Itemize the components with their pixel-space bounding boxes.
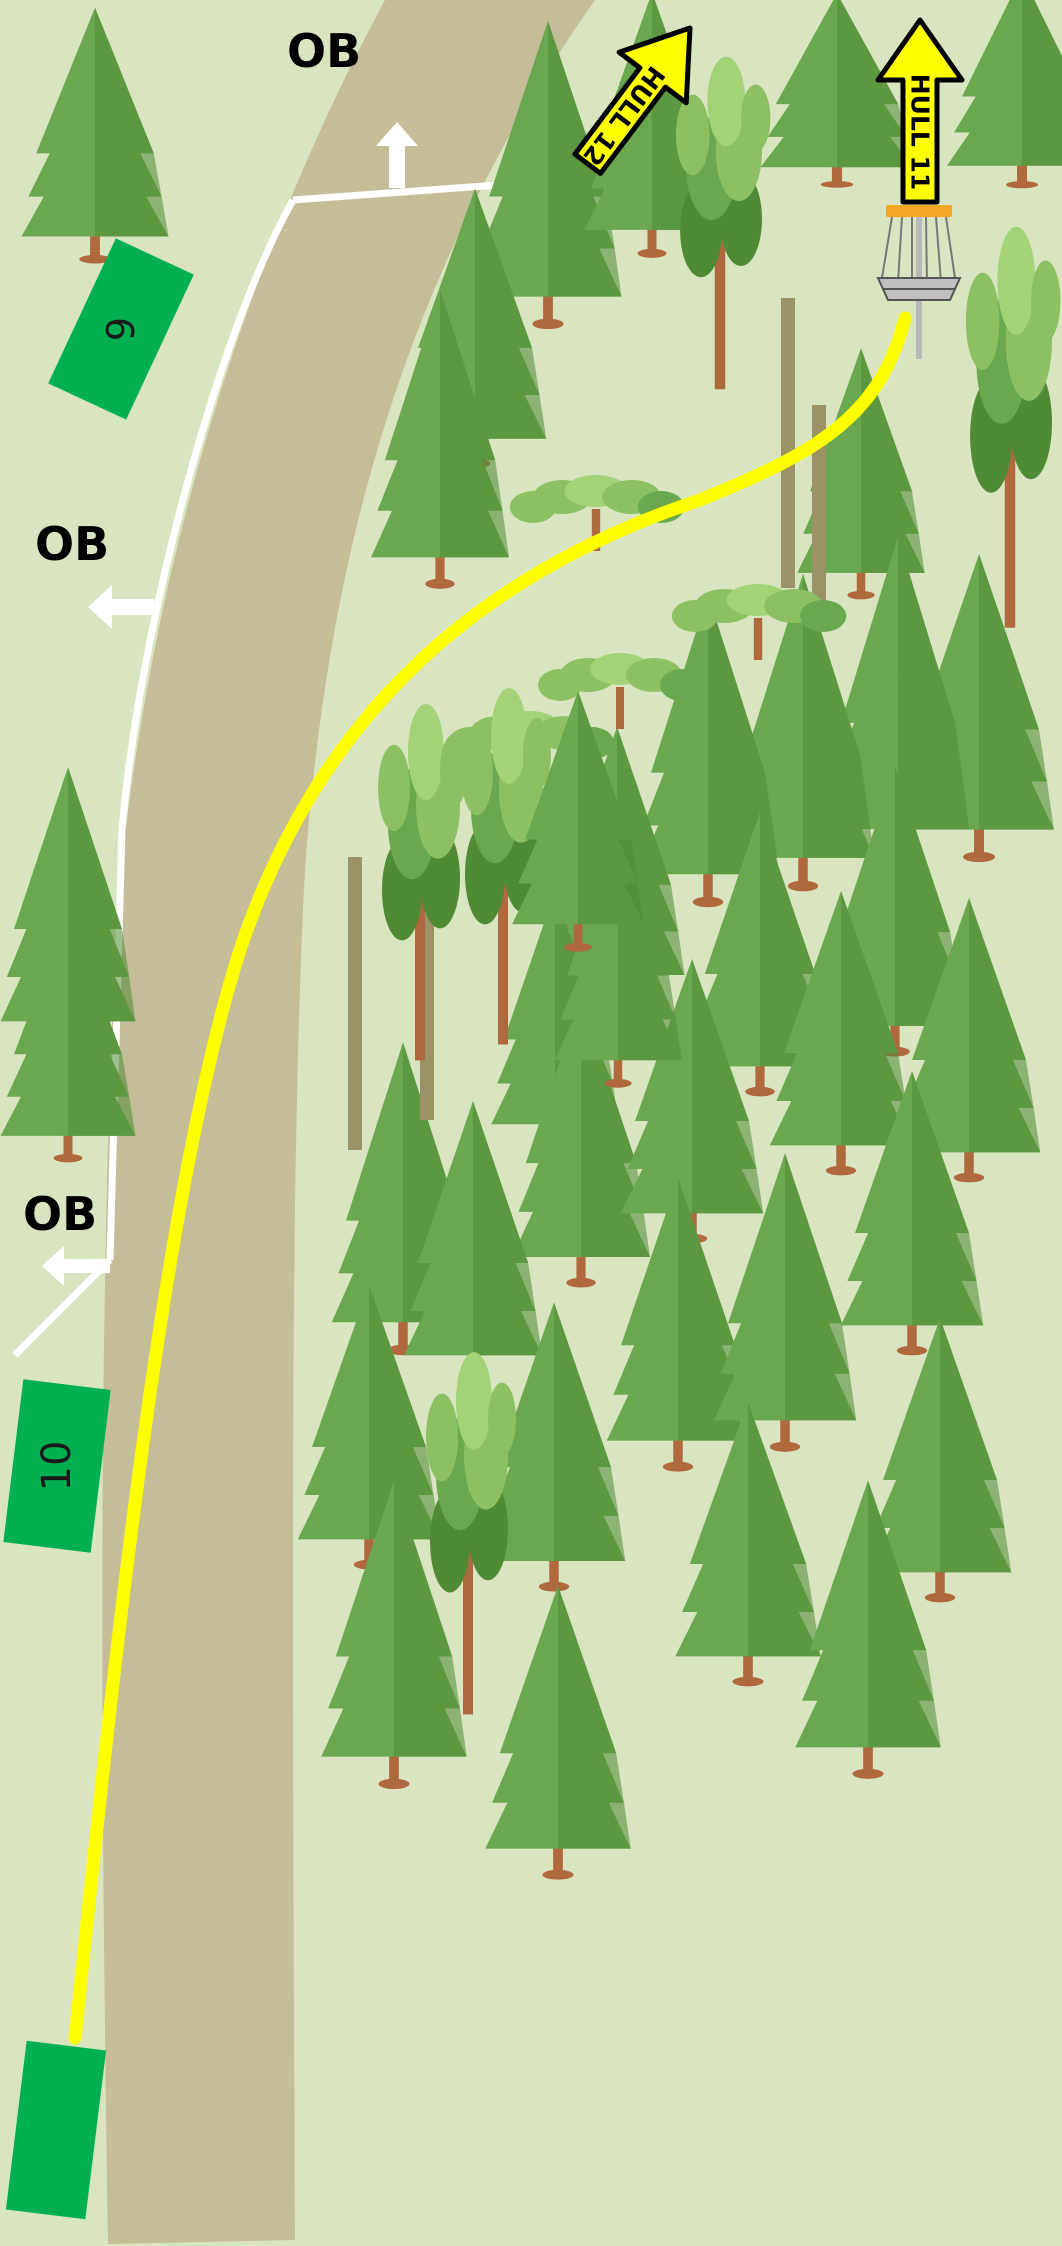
- ob-arrow-up-icon: [376, 122, 418, 188]
- post: [781, 298, 795, 588]
- ob-line-top: [292, 181, 499, 204]
- hole-9-label: 9: [99, 317, 143, 341]
- disc-golf-basket-icon: [876, 205, 962, 359]
- post: [348, 857, 362, 1150]
- trees: [0, 0, 1062, 1880]
- ob-boundary: [12, 181, 499, 1358]
- ob-arrows: [42, 122, 418, 1286]
- ob-line-diagonal: [12, 1257, 113, 1358]
- hole-9-tee: 9: [48, 238, 194, 420]
- ob-arrow-left-lower-icon: [42, 1246, 110, 1286]
- hull-11-arrow: HULL 11: [875, 17, 965, 205]
- post: [812, 405, 826, 625]
- hull-11-label: HULL 11: [906, 74, 935, 191]
- ob-arrow-left-icon: [88, 585, 154, 629]
- ob-line-left: [106, 198, 297, 1261]
- ob-label-top: OB: [287, 24, 361, 78]
- ob-label-middle: OB: [35, 517, 109, 571]
- hole-10-label: 10: [34, 1441, 80, 1492]
- hole-10-tee: 10: [3, 1379, 111, 1553]
- gravel-path: [102, 0, 596, 2244]
- ob-label-lower: OB: [23, 1187, 97, 1241]
- current-tee: [5, 2040, 107, 2220]
- fairway-line: [68, 311, 912, 2045]
